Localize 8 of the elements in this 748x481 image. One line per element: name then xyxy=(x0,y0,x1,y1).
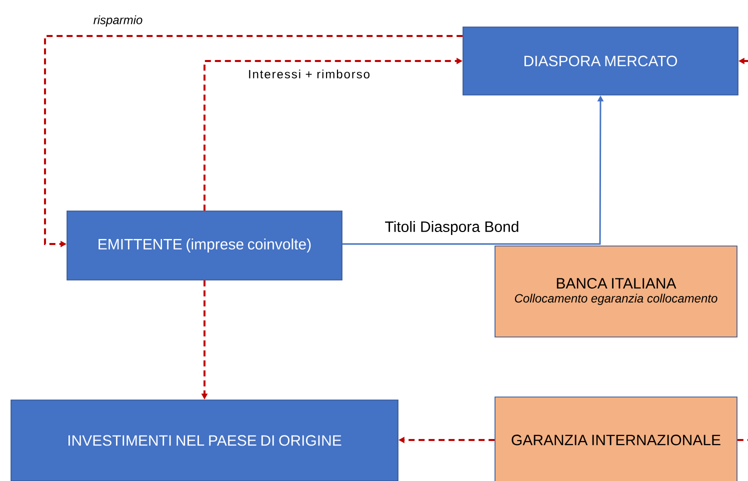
process-box: BANCA ITALIANA Collocamento egaranzia collocamento xyxy=(494,246,738,338)
process-box: EMITTENTE (imprese coinvolte) xyxy=(66,210,342,280)
edge-label: risparmio xyxy=(92,14,144,28)
edge-label: Interessi + rimborso xyxy=(247,68,372,80)
process-box: DIASPORA MERCATO xyxy=(462,26,738,96)
process-box: INVESTIMENTI NEL PAESE DI ORIGINE xyxy=(10,400,398,481)
process-box: GARANZIA INTERNAZIONALE xyxy=(494,396,738,481)
edge-label: Titoli Diaspora Bond xyxy=(384,220,520,236)
